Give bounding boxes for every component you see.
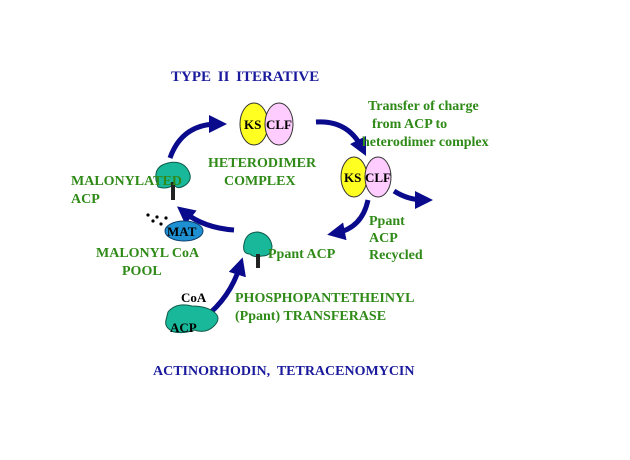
- arrow-right-complex-out: [392, 188, 433, 209]
- malonylated-acp-label: MALONYLATED ACP: [71, 173, 182, 209]
- transferase-label: PHOSPHOPANTETHEINYL (Ppant) TRANSFERASE: [235, 290, 414, 326]
- diagram-title: TYPE II ITERATIVE: [171, 69, 320, 85]
- ppant-acp-shape: [243, 231, 273, 258]
- transferase-line1: PHOSPHOPANTETHEINYL: [235, 291, 415, 306]
- clf-label-right: CLF: [365, 170, 391, 185]
- arrow-to-mat: [176, 206, 235, 233]
- transfer-note-line1: Transfer of charge: [368, 99, 479, 114]
- arrow-recycle-to-ppant: [327, 199, 371, 241]
- ppant-recycled-label: Ppant ACP Recycled: [369, 213, 423, 264]
- malonylated-acp-line1: MALONYLATED: [71, 174, 182, 189]
- transferase-line2: (Ppant) TRANSFERASE: [235, 309, 387, 324]
- arrow-malonylated-to-complex: [167, 115, 227, 159]
- acp-start-shape: [165, 304, 219, 334]
- ppant-acp-label: Ppant ACP: [268, 247, 336, 262]
- mat-label: MAT: [167, 224, 197, 239]
- mat-enzyme-shape: [164, 220, 204, 242]
- clf-label-top: CLF: [266, 117, 292, 132]
- heterodimer-caption-line2: COMPLEX: [224, 174, 296, 189]
- transfer-note: Transfer of charge from ACP to heterodim…: [362, 98, 489, 152]
- malonyl-dot: [151, 219, 155, 223]
- clf-subunit-top: [264, 102, 294, 146]
- malonyl-dot: [164, 216, 168, 220]
- ppant-recycled-line3: Recycled: [369, 248, 423, 263]
- clf-subunit-right: [364, 156, 392, 198]
- heterodimer-caption-line1: HETERODIMER: [208, 156, 317, 171]
- malonyl-dot: [155, 215, 159, 219]
- malonyl-coa-pool-label: MALONYL CoA POOL: [96, 245, 199, 281]
- products-label: ACTINORHODIN, TETRACENOMYCIN: [153, 364, 415, 379]
- coa-label: CoA: [181, 290, 207, 305]
- ppant-recycled-line2: ACP: [369, 231, 398, 246]
- heterodimer-caption: HETERODIMER COMPLEX: [208, 155, 316, 191]
- ks-label-top: KS: [244, 117, 262, 132]
- ppant-recycled-line1: Ppant: [369, 214, 405, 229]
- malonyl-coa-pool-line1: MALONYL CoA: [96, 246, 200, 261]
- ks-label-right: KS: [344, 170, 362, 185]
- malonylated-acp-line2: ACP: [71, 192, 100, 207]
- malonyl-dot: [159, 222, 163, 226]
- malonyl-dot: [146, 213, 150, 217]
- acp-start-label: ACP: [170, 320, 197, 335]
- malonylated-acp-tail: [171, 182, 175, 200]
- transfer-note-line3: heterodimer complex: [362, 135, 489, 150]
- transfer-note-line2: from ACP to: [372, 117, 448, 132]
- ppant-acp-tail: [256, 254, 260, 268]
- arrow-complex-to-right-complex: [315, 119, 367, 157]
- malonyl-coa-pool-line2: POOL: [122, 264, 162, 279]
